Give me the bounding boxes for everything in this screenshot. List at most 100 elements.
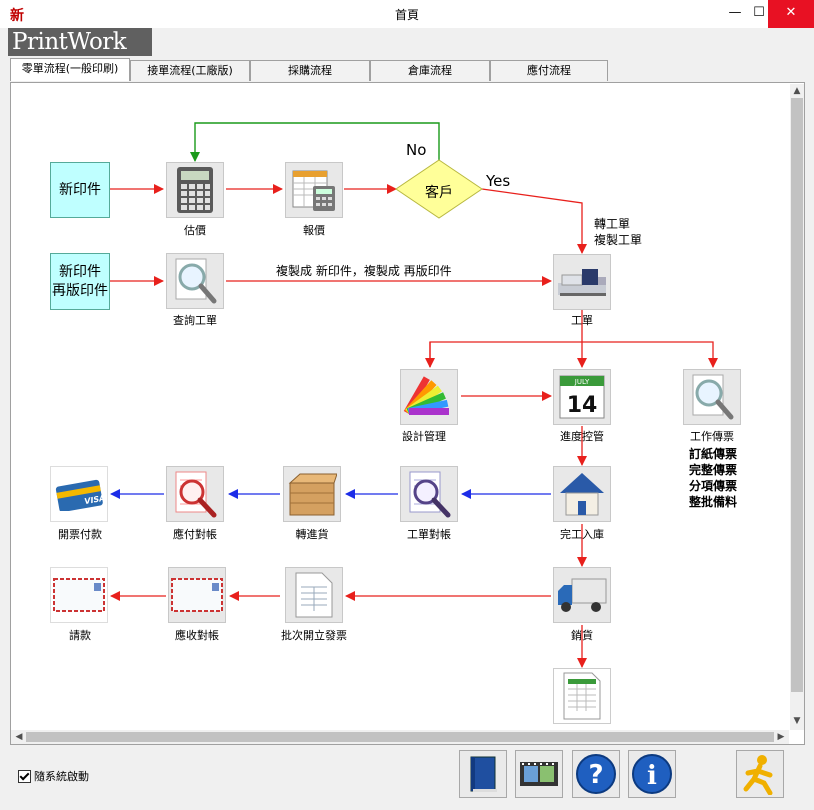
request-payment-label: 請款 — [69, 629, 91, 642]
ship-label: 銷貨 — [571, 629, 593, 642]
ar-reconcile-label: 應收對帳 — [175, 629, 219, 642]
quote-node[interactable] — [285, 162, 343, 218]
work-ticket-label: 工作傳票 — [690, 430, 734, 443]
work-order-label: 工單 — [571, 314, 593, 327]
scroll-right-arrow-icon[interactable]: ▶ — [777, 732, 785, 742]
credit-card-icon: VISA — [55, 479, 105, 511]
question-mark-icon: ? — [576, 754, 616, 794]
no-label: No — [406, 141, 427, 159]
work-order-node[interactable] — [553, 254, 611, 310]
ticket-full: 完整傳票 — [688, 463, 737, 477]
wooden-crate-icon — [288, 473, 337, 516]
query-work-order-node[interactable] — [166, 253, 224, 309]
info-button[interactable]: i — [628, 750, 676, 798]
printing-press-icon — [558, 269, 606, 296]
yes-label: Yes — [486, 172, 511, 190]
tab-order-flow[interactable]: 接單流程(工廠版) — [130, 60, 250, 81]
ticket-split: 分項傳票 — [688, 479, 737, 493]
estimate-node[interactable] — [166, 162, 224, 218]
progress-ctrl-label: 進度控管 — [560, 430, 604, 443]
book-icon — [470, 756, 497, 792]
progress-ctrl-node[interactable]: JULY 14 — [553, 369, 611, 425]
app-icon: 新 — [10, 8, 24, 24]
tab-payable-flow[interactable]: 應付流程 — [490, 60, 608, 81]
reprint-text: 新印件再版印件 — [52, 263, 108, 301]
tab-warehouse-flow[interactable]: 倉庫流程 — [370, 60, 490, 81]
delivery-truck-icon — [558, 578, 607, 612]
help-button[interactable]: ? — [572, 750, 620, 798]
svg-text:VISA: VISA — [84, 494, 105, 507]
vertical-scroll-thumb[interactable] — [791, 98, 803, 692]
printwork-logo: PrintWork — [8, 28, 152, 56]
design-mgmt-label: 設計管理 — [402, 430, 446, 443]
ap-reconcile-node[interactable] — [166, 466, 224, 522]
info-icon: i — [632, 754, 672, 794]
close-button[interactable]: ✕ — [768, 0, 814, 28]
envelope-icon — [53, 578, 105, 612]
payment-node[interactable]: VISA — [50, 466, 108, 522]
estimate-label: 估價 — [184, 224, 206, 237]
ap-reconcile-label: 應付對帳 — [173, 528, 217, 541]
wo-reconcile-node[interactable] — [400, 466, 458, 522]
reprint-line2: 再版印件 — [52, 282, 108, 299]
video-tutorial-button[interactable] — [515, 750, 563, 798]
ledger-node[interactable] — [553, 668, 611, 724]
copy-work-order-text: 複製工單 — [594, 233, 643, 247]
wo-reconcile-label: 工單對帳 — [407, 528, 451, 541]
scroll-up-arrow-icon[interactable]: ▲ — [793, 86, 801, 96]
complete-stock-label: 完工入庫 — [560, 528, 604, 541]
maximize-button[interactable]: ☐ — [753, 5, 765, 20]
calculator-icon — [177, 167, 213, 213]
scroll-left-arrow-icon[interactable]: ◀ — [15, 732, 23, 742]
batch-invoice-node[interactable] — [285, 567, 343, 623]
horizontal-scroll-thumb[interactable] — [26, 732, 774, 742]
design-mgmt-node[interactable] — [400, 369, 458, 425]
tab-retail-flow[interactable]: 零單流程(一般印刷) — [10, 58, 130, 81]
reprint-node[interactable]: 新印件再版印件 — [50, 253, 110, 310]
autostart-label: 隨系統啟動 — [34, 770, 89, 783]
svg-text:i: i — [647, 761, 657, 791]
ticket-list: 訂紙傳票 完整傳票 分項傳票 整批備料 — [676, 446, 750, 510]
purple-magnifier-document-icon — [409, 471, 451, 518]
ticket-batch: 整批備料 — [688, 495, 737, 509]
customer-label: 客戶 — [425, 185, 453, 201]
new-print-node[interactable]: 新印件 — [50, 162, 110, 218]
film-strip-icon — [520, 762, 558, 786]
magnifier-document-icon — [692, 374, 734, 420]
tab-purchase-flow[interactable]: 採購流程 — [250, 60, 370, 81]
invoice-document-icon — [295, 572, 333, 618]
ar-reconcile-node[interactable] — [168, 567, 226, 623]
work-ticket-node[interactable] — [683, 369, 741, 425]
autostart-checkbox[interactable]: 隨系統啟動 — [18, 768, 89, 784]
copy-note: 複製成 新印件，複製成 再版印件 — [276, 264, 452, 278]
manual-book-button[interactable] — [459, 750, 507, 798]
exit-button[interactable] — [736, 750, 784, 798]
quote-label: 報價 — [303, 224, 325, 237]
calendar-icon: JULY 14 — [559, 375, 605, 419]
red-magnifier-document-icon — [175, 471, 217, 518]
complete-stock-node[interactable] — [553, 466, 611, 522]
svg-text:?: ? — [588, 760, 603, 790]
magnifier-document-icon — [175, 258, 217, 304]
ship-node[interactable] — [553, 567, 611, 623]
scroll-down-arrow-icon[interactable]: ▼ — [793, 716, 801, 726]
ticket-paper: 訂紙傳票 — [688, 447, 737, 461]
envelope-icon — [171, 578, 223, 612]
payment-label: 開票付款 — [58, 528, 102, 541]
spreadsheet-calculator-icon — [292, 170, 335, 211]
transfer-purchase-node[interactable] — [283, 466, 341, 522]
house-icon — [560, 473, 604, 516]
running-man-icon — [743, 755, 773, 795]
color-swatch-icon — [403, 376, 449, 415]
to-work-order-text: 轉工單 — [594, 217, 631, 231]
spreadsheet-document-icon — [563, 672, 601, 720]
query-work-order-label: 查詢工單 — [173, 314, 217, 327]
to-work-order-note: 轉工單 複製工單 — [594, 216, 642, 248]
checkbox-checked-icon[interactable] — [18, 769, 31, 783]
reprint-line1: 新印件 — [59, 263, 101, 280]
minimize-button[interactable]: — — [728, 5, 742, 20]
request-payment-node[interactable] — [50, 567, 108, 623]
transfer-purchase-label: 轉進貨 — [295, 528, 329, 541]
